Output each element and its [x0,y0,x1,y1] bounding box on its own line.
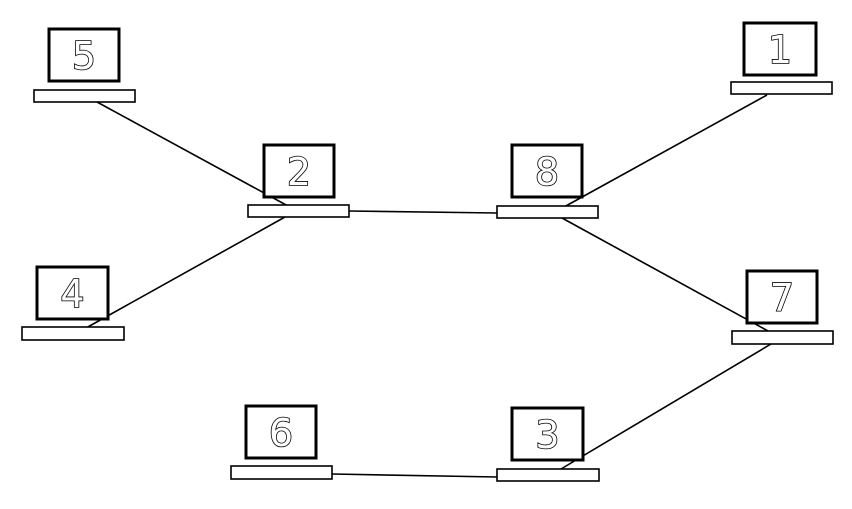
node-label: 2 [287,150,311,194]
monitor-icon [35,265,110,321]
computer-node-1: 1 [730,21,833,95]
node-label: 8 [535,150,559,194]
computer-node-4: 4 [21,265,125,341]
keyboard-base-icon [730,81,833,95]
edge-8-7 [561,217,769,332]
monitor-icon [745,269,819,325]
node-label: 3 [535,413,559,457]
edge-5-2 [96,101,289,207]
computer-node-2: 2 [247,143,350,218]
edge-2-8 [348,210,498,214]
keyboard-base-icon [731,330,834,345]
monitor-icon [510,406,585,462]
node-label: 5 [72,34,96,78]
monitor-icon [244,404,318,460]
keyboard-base-icon [21,326,125,341]
edge-6-3 [331,473,498,478]
edge-4-2 [85,216,286,329]
computer-node-5: 5 [33,27,136,103]
monitor-icon [742,21,818,77]
computer-node-6: 6 [230,404,333,480]
edge-1-8 [563,94,768,208]
edges-layer [85,94,772,478]
node-label: 7 [770,276,794,320]
monitor-icon [262,143,336,199]
node-label: 6 [269,411,293,455]
keyboard-base-icon [33,89,136,103]
keyboard-base-icon [496,205,599,219]
computer-node-8: 8 [496,143,599,219]
monitor-icon [47,27,121,83]
node-label: 1 [768,28,792,72]
computer-node-3: 3 [496,406,600,482]
nodes-layer: 1 2 3 4 5 6 7 8 [21,21,834,482]
keyboard-base-icon [230,465,333,480]
computer-node-7: 7 [731,269,834,345]
keyboard-base-icon [496,468,600,482]
keyboard-base-icon [247,204,350,218]
monitor-icon [510,143,584,199]
node-label: 4 [60,272,84,316]
edge-7-3 [560,343,772,470]
